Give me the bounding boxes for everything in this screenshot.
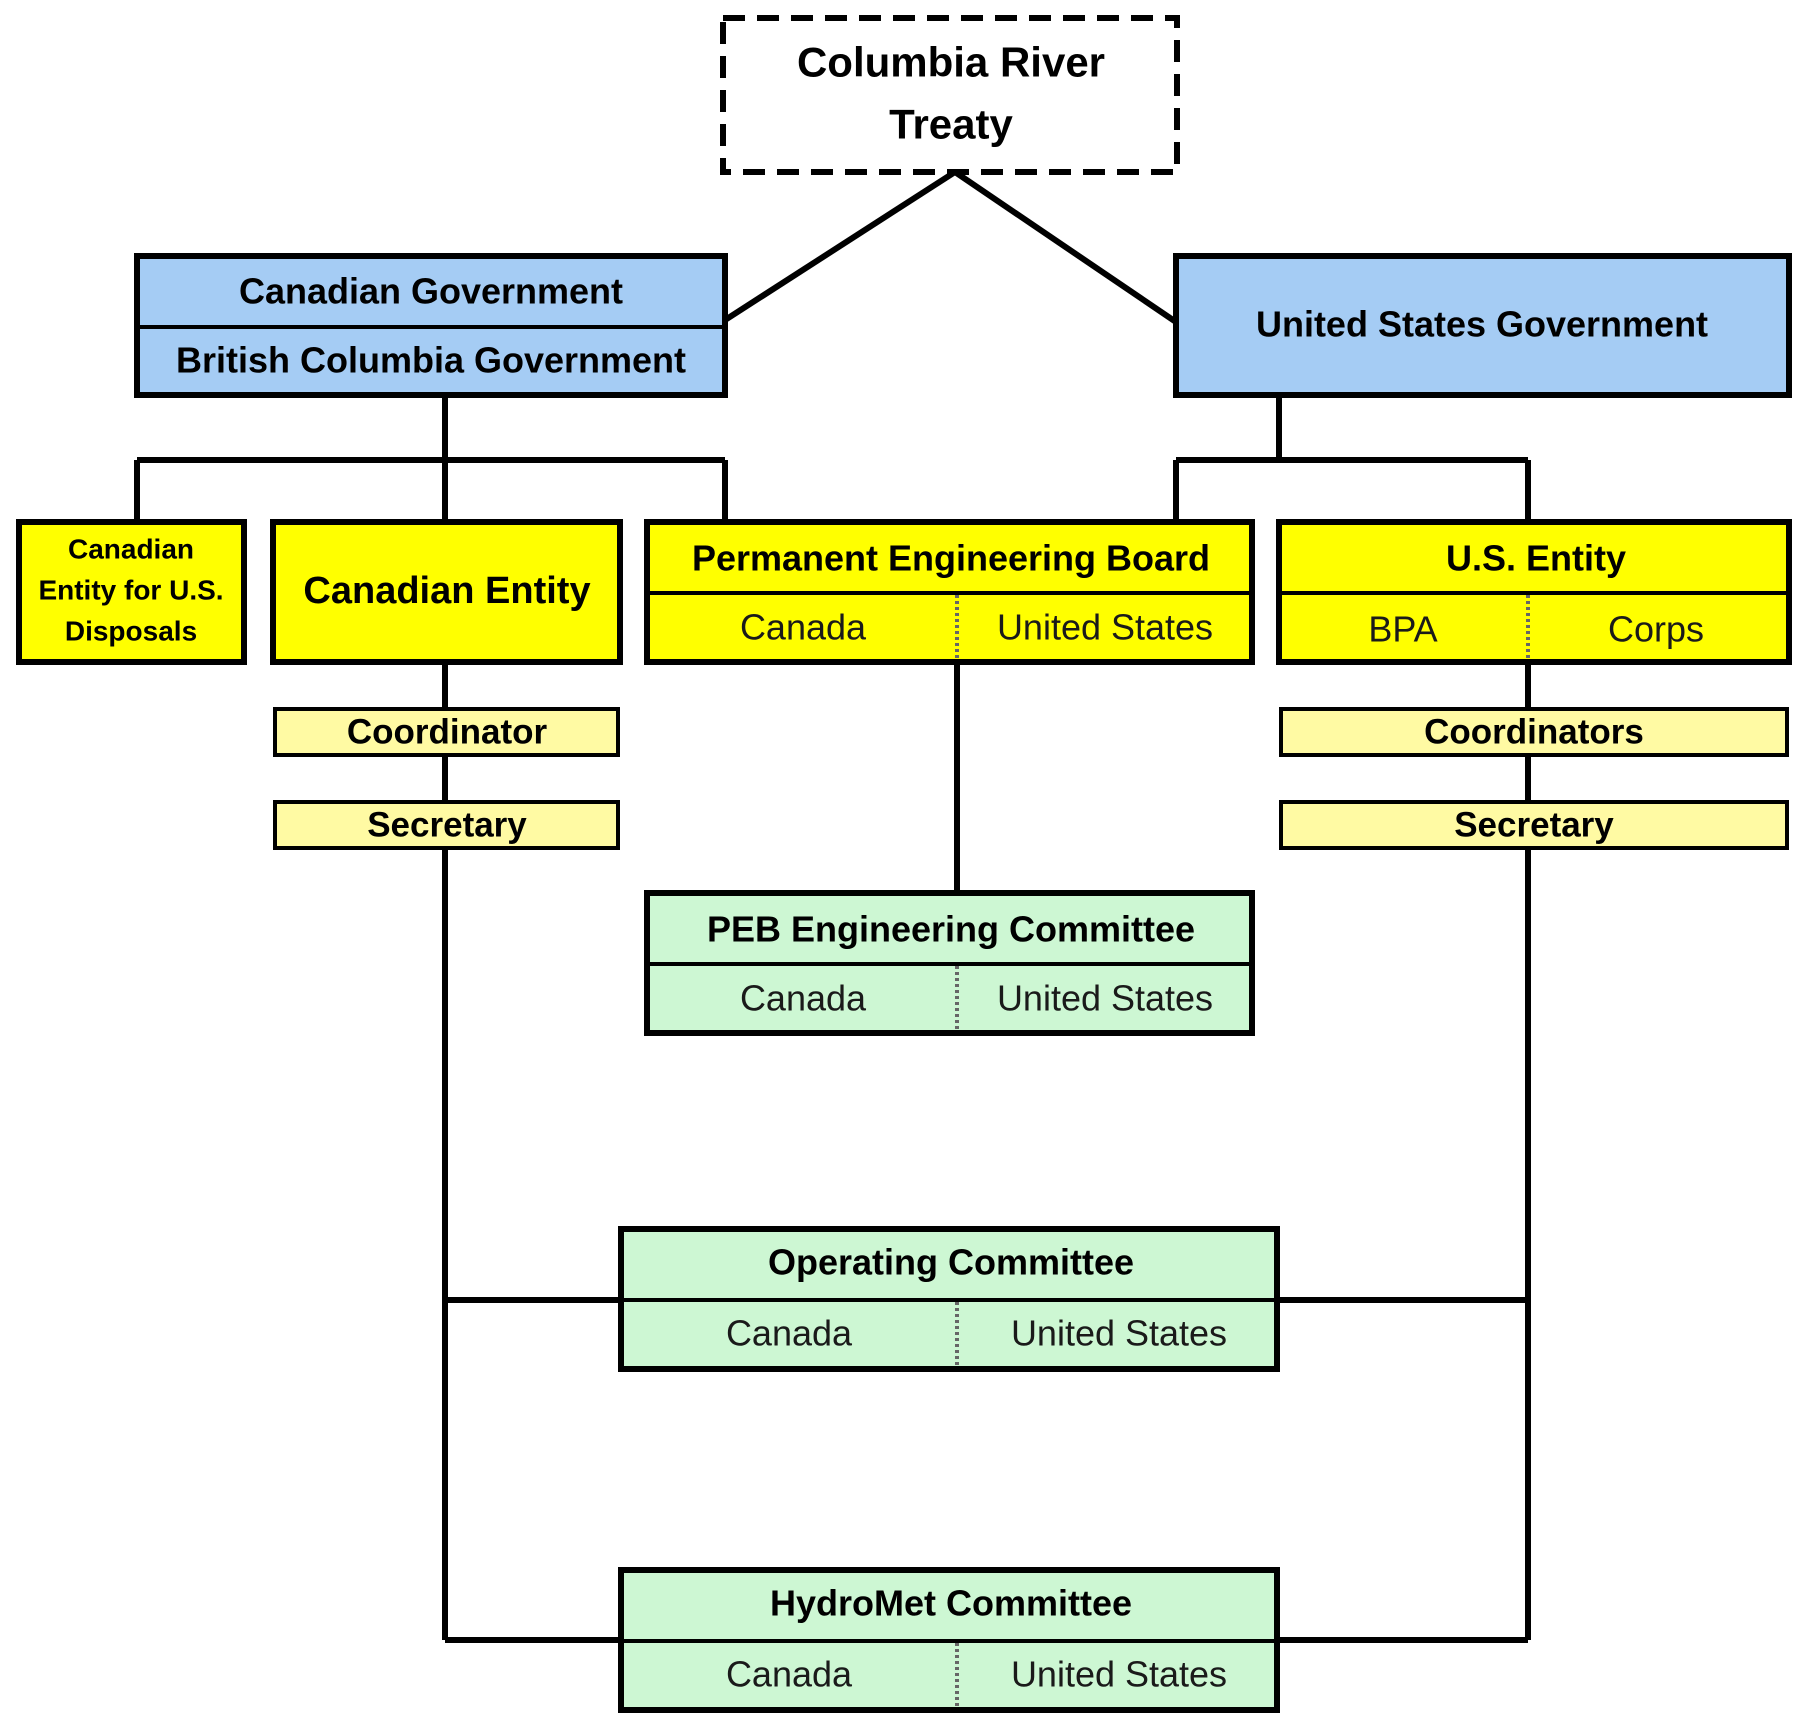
columbia-river-treaty-box: Columbia River Treaty <box>720 15 1180 175</box>
us-secretary-box: Secretary <box>1279 800 1789 850</box>
connector-lines <box>134 169 1531 1643</box>
us-entity-bpa-label: BPA <box>1368 609 1437 650</box>
united-states-government-box: United States Government <box>1173 253 1792 398</box>
canadian-government-box: Canadian Government British Columbia Gov… <box>134 253 728 398</box>
disposals-label-line-2: Entity for U.S. <box>38 575 223 606</box>
united-states-government-label: United States Government <box>1256 304 1708 345</box>
canadian-coordinator-frame <box>273 707 620 757</box>
canadian-secretary-box: Secretary <box>273 800 620 850</box>
canadian-entity-for-us-disposals-box: Canadian Entity for U.S. Disposals <box>16 519 247 665</box>
treaty-frame <box>720 15 1180 175</box>
operating-committee-canada-label: Canada <box>726 1313 853 1354</box>
disposals-label-line-3: Disposals <box>65 616 197 647</box>
canadian-entity-box: Canadian Entity <box>270 519 623 665</box>
permanent-engineering-board-box: Permanent Engineering Board Canada Unite… <box>644 519 1255 665</box>
canadian-entity-frame <box>270 519 623 665</box>
us-coordinators-label: Coordinators <box>1424 713 1644 752</box>
canadian-entity-label: Canadian Entity <box>303 570 590 612</box>
canadian-secretary-label: Secretary <box>367 806 527 845</box>
hydromet-committee-united-states-label: United States <box>1011 1654 1227 1695</box>
treaty-to-canadian-government-line <box>720 169 957 325</box>
peb-title: Permanent Engineering Board <box>692 538 1210 579</box>
operating-committee-title: Operating Committee <box>768 1242 1134 1283</box>
peb-engineering-committee-box: PEB Engineering Committee Canada United … <box>644 890 1255 1036</box>
us-government-frame <box>1173 253 1792 398</box>
us-government-branch-line <box>1173 395 1531 522</box>
us-coordinators-frame <box>1279 707 1789 757</box>
us-secretary-label: Secretary <box>1454 806 1614 845</box>
us-entity-title: U.S. Entity <box>1446 538 1626 579</box>
hydromet-committee-box: HydroMet Committee Canada United States <box>618 1567 1280 1713</box>
canadian-government-branch-line <box>134 395 728 522</box>
peb-united-states-label: United States <box>997 607 1213 648</box>
hydromet-committee-canada-label: Canada <box>726 1654 853 1695</box>
peb-engineering-committee-canada-label: Canada <box>740 978 867 1019</box>
peb-engineering-committee-title: PEB Engineering Committee <box>707 909 1195 950</box>
treaty-title-line-1: Columbia River <box>797 39 1105 86</box>
canadian-secretary-frame <box>273 800 620 850</box>
canadian-coordinator-box: Coordinator <box>273 707 620 757</box>
canadian-coordinator-label: Coordinator <box>347 713 548 752</box>
us-secretary-frame <box>1279 800 1789 850</box>
us-entity-corps-label: Corps <box>1608 609 1704 650</box>
operating-committee-united-states-label: United States <box>1011 1313 1227 1354</box>
peb-canada-label: Canada <box>740 607 867 648</box>
british-columbia-government-label: British Columbia Government <box>176 340 686 381</box>
operating-committee-box: Operating Committee Canada United States <box>618 1226 1280 1372</box>
treaty-to-us-government-line <box>953 169 1178 325</box>
us-coordinators-box: Coordinators <box>1279 707 1789 757</box>
canadian-government-label: Canadian Government <box>239 271 623 312</box>
us-entity-box: U.S. Entity BPA Corps <box>1276 519 1792 665</box>
treaty-title-line-2: Treaty <box>889 101 1013 148</box>
disposals-frame <box>16 519 247 665</box>
hydromet-committee-title: HydroMet Committee <box>770 1583 1132 1624</box>
peb-engineering-committee-united-states-label: United States <box>997 978 1213 1019</box>
disposals-label-line-1: Canadian <box>68 534 194 565</box>
